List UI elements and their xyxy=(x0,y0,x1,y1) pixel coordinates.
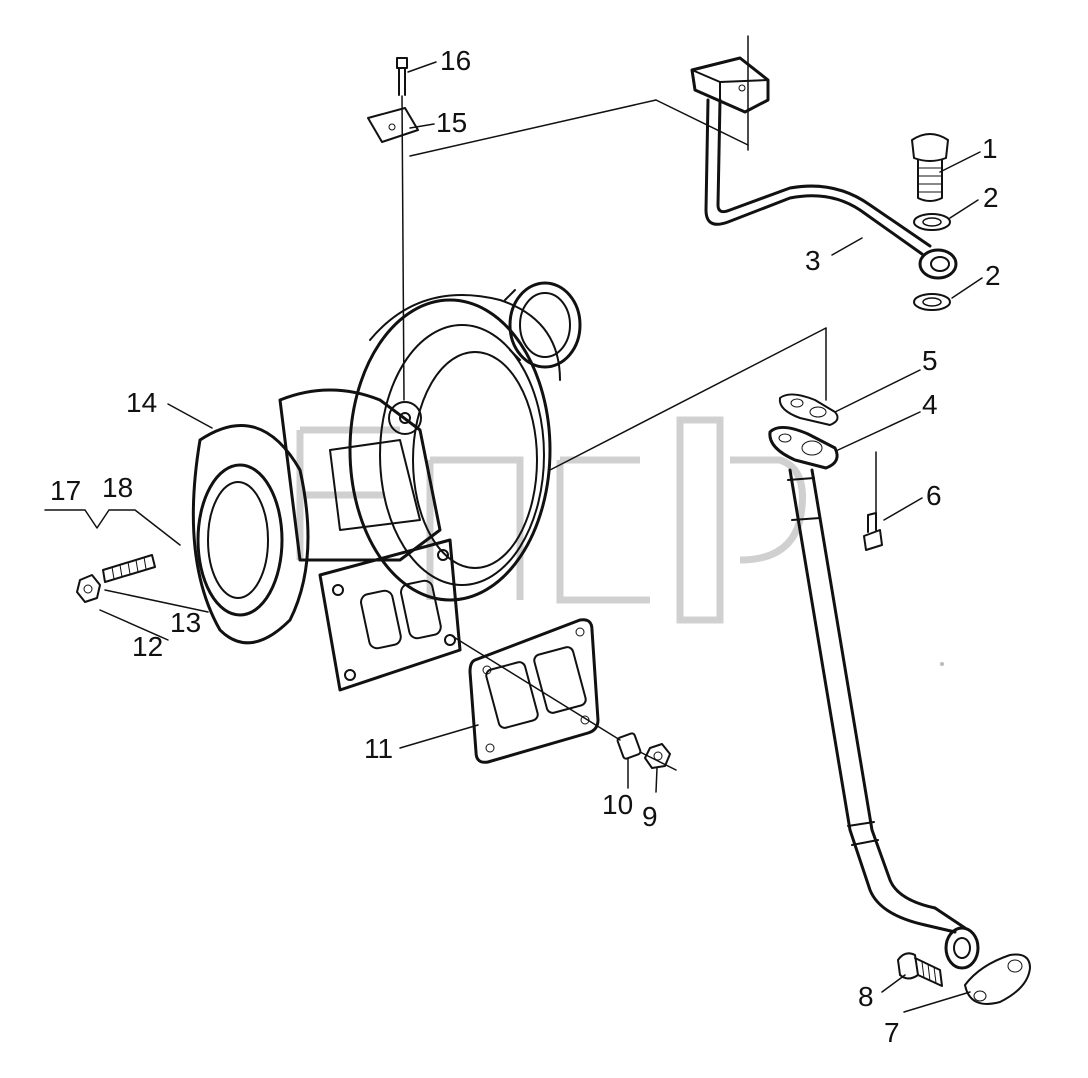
nut-part-9 xyxy=(644,743,671,769)
callout-1: 1 xyxy=(982,133,998,164)
turbine-gasket xyxy=(468,618,600,764)
oil-feed-pipe-part-3 xyxy=(690,56,958,280)
callout-16: 16 xyxy=(440,45,471,76)
bolt-part-16 xyxy=(396,57,408,96)
stud-part-10 xyxy=(616,732,642,760)
callout-12: 12 xyxy=(132,631,163,662)
callout-2-upper: 2 xyxy=(983,182,999,213)
gasket-part-5 xyxy=(778,393,839,426)
bolt-part-6 xyxy=(863,512,883,551)
callout-labels: 1 2 2 3 4 5 6 7 8 9 10 11 12 13 14 15 16… xyxy=(50,45,1001,1048)
callout-9: 9 xyxy=(642,801,658,832)
callout-8: 8 xyxy=(858,981,874,1012)
washer-part-2-upper xyxy=(913,213,951,231)
callout-5: 5 xyxy=(922,345,938,376)
stray-dot xyxy=(940,662,944,666)
leader-lines xyxy=(44,35,983,1013)
callout-14: 14 xyxy=(126,387,157,418)
turbocharger-assembly xyxy=(191,281,582,692)
callout-10: 10 xyxy=(602,789,633,820)
callout-4: 4 xyxy=(922,389,938,420)
bolt-part-8 xyxy=(897,952,943,987)
oil-drain-pipe xyxy=(787,468,980,970)
callout-15: 15 xyxy=(436,107,467,138)
callout-17: 17 xyxy=(50,475,81,506)
callout-6: 6 xyxy=(926,480,942,511)
nut-part-12 xyxy=(76,574,101,603)
callout-7: 7 xyxy=(884,1017,900,1048)
flange-part-4 xyxy=(768,426,839,470)
callout-18: 18 xyxy=(102,472,133,503)
callout-3: 3 xyxy=(805,245,821,276)
callout-11: 11 xyxy=(364,733,393,764)
gasket-part-7 xyxy=(964,953,1031,1005)
callout-2-lower: 2 xyxy=(985,260,1001,291)
washer-part-2-lower xyxy=(913,293,951,311)
banjo-bolt-part-1 xyxy=(911,133,949,202)
plate-part-15 xyxy=(367,107,419,143)
callout-13: 13 xyxy=(170,607,201,638)
stud-part-13 xyxy=(102,554,156,583)
